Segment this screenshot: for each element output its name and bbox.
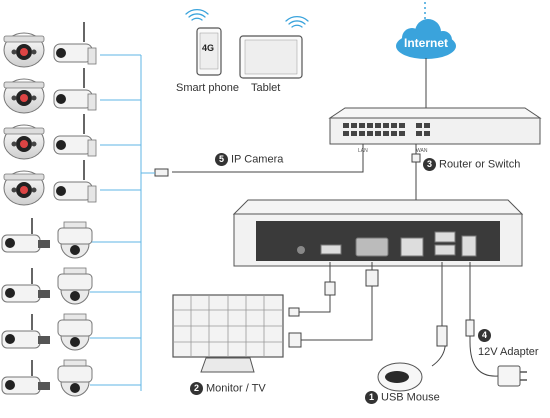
tablet-label: Tablet (251, 82, 281, 94)
router-switch-device (328, 107, 542, 145)
nvr-usb-port (434, 244, 456, 256)
router-to-ip-camera-cable (172, 144, 364, 173)
router-wan-port-text: WAN (416, 148, 428, 154)
smartphone-wifi-icon (185, 8, 209, 21)
phone-4g-badge: 4G (201, 43, 214, 53)
wall-bullet-camera-icon (1, 218, 50, 253)
usb-mouse-icon (377, 362, 423, 392)
monitor-label: Monitor / TV (206, 382, 266, 395)
wall-bullet-camera-icon (1, 268, 50, 303)
nvr-dc-input-port (461, 235, 477, 257)
router-nvr-rj45-plug (411, 153, 421, 163)
internet-label: Internet (403, 36, 448, 50)
adapter-step-number: 4 (478, 329, 491, 342)
bullet-camera-icon (53, 160, 97, 203)
router-step-number: 3 (423, 158, 436, 171)
smartphone-label: Smart phone (176, 82, 239, 94)
monitor-tv-icon (172, 294, 284, 373)
vga-plug-icon (365, 269, 379, 287)
tablet-wifi-icon (285, 15, 309, 28)
ptz-camera-icon (57, 267, 93, 305)
ip-camera-rj45-plug (154, 168, 169, 177)
bullet-camera-icon (53, 114, 97, 157)
dome-camera-icon (3, 170, 45, 206)
bullet-camera-icon (53, 68, 97, 111)
nvr-usb-port (434, 231, 456, 243)
ptz-camera-icon (57, 359, 93, 397)
nvr-recorder-device (232, 199, 524, 267)
ptz-camera-icon (57, 221, 93, 259)
camera-branch-lines (90, 54, 141, 386)
router-lan-port-text: LAN (358, 148, 368, 154)
nvr-lan-port (400, 237, 424, 257)
usb-mouse-cable (431, 262, 446, 367)
hdmi-cable (296, 262, 331, 313)
hdmi-plug-icon (324, 281, 336, 296)
power-adapter-icon (497, 365, 527, 387)
router-lan-ports (343, 123, 405, 136)
router-wan-ports (416, 123, 430, 136)
usb-plug-icon (436, 325, 448, 347)
nvr-vga-port (355, 237, 389, 257)
dome-camera-icon (3, 32, 45, 68)
internet-cloud-icon (396, 19, 456, 59)
wall-bullet-camera-icon (1, 314, 50, 349)
nvr-power-jack (297, 246, 305, 254)
adapter-step-number-wrap: 4 (478, 329, 494, 342)
mouse-step-number: 1 (365, 391, 378, 404)
mouse-label: USB Mouse (381, 391, 440, 404)
monitor-step-number: 2 (190, 382, 203, 395)
wall-bullet-camera-icon (1, 360, 50, 395)
vga-cable (300, 262, 373, 341)
tablet-icon (239, 35, 303, 79)
smartphone-icon (196, 27, 222, 76)
nvr-hdmi-port (320, 244, 342, 255)
dc-plug-icon (465, 319, 475, 337)
ip-camera-label: IP Camera (231, 153, 284, 166)
power-adapter-cable (469, 262, 499, 377)
dome-camera-icon (3, 78, 45, 114)
adapter-label: 12V Adapter (478, 346, 539, 358)
ptz-camera-icon (57, 313, 93, 351)
ip-camera-step-number: 5 (215, 153, 228, 166)
dome-camera-icon (3, 124, 45, 160)
router-label: Router or Switch (439, 158, 521, 171)
bullet-camera-icon (53, 22, 97, 65)
